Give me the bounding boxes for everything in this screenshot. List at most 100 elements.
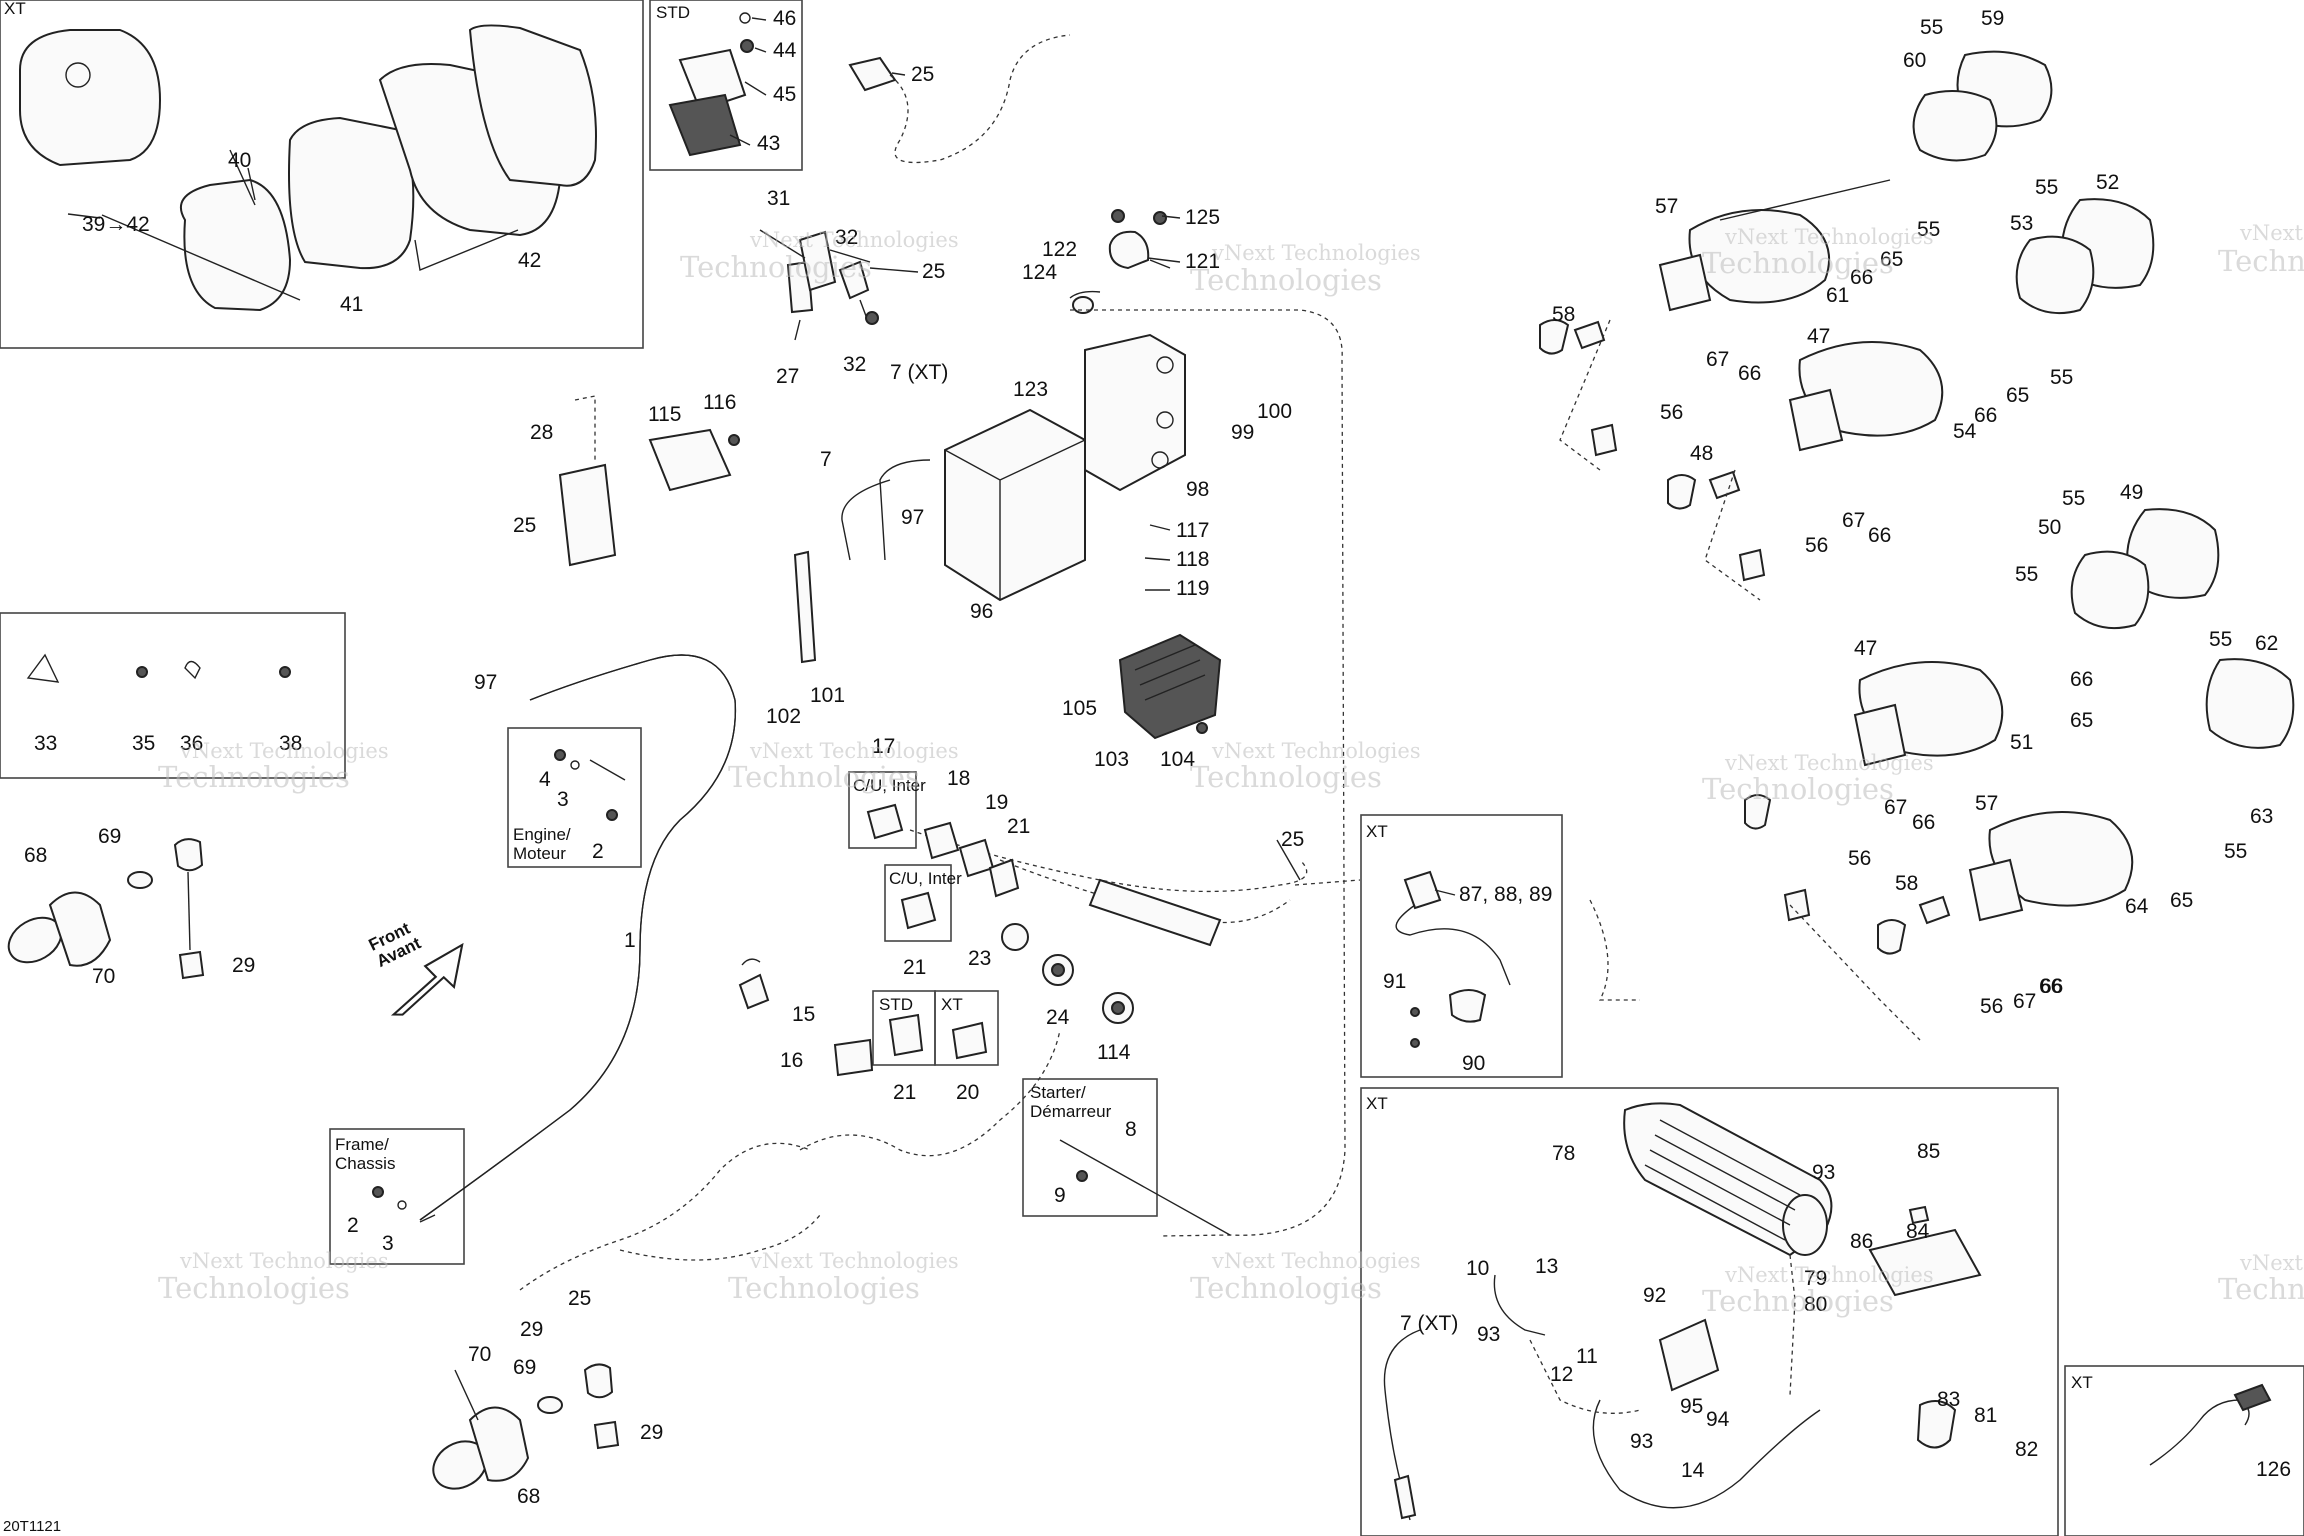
callout-61: 61 (1826, 284, 1849, 307)
callout-25-e: 25 (568, 1287, 591, 1310)
callout-2-b: 2 (347, 1214, 359, 1237)
switch-parts-upper (759, 229, 879, 341)
callout-20: 20 (956, 1081, 979, 1104)
callout-29-a: 29 (232, 954, 255, 977)
box-xt-switch-title: XT (941, 995, 963, 1014)
sensors-right (1539, 319, 1951, 1041)
drive-assembly-4 (1968, 658, 2295, 922)
watermark-11a: vNext Technologies (1211, 1249, 1421, 1273)
callout-47-b: 47 (1854, 637, 1877, 660)
main-harness-part (419, 654, 737, 1221)
callout-68-b: 68 (517, 1485, 540, 1508)
watermark-6b: Technologies (728, 760, 920, 794)
box-cu-inter-2: C/U, Inter (884, 864, 962, 942)
callout-8: 8 (1125, 1118, 1137, 1141)
watermark-1a: vNext Technologies (749, 228, 959, 252)
callout-25-b: 25 (922, 260, 945, 283)
starter-cable-part (1059, 1139, 1231, 1236)
callout-50: 50 (2038, 516, 2061, 539)
drive-assembly-1 (1658, 50, 2053, 312)
callout-103: 103 (1094, 748, 1129, 771)
box-engine: Engine/Moteur (507, 727, 642, 868)
callout-58-b: 58 (1895, 872, 1918, 895)
box-xt-right-top: XT (1360, 814, 1563, 1078)
callout-56-a: 56 (1660, 401, 1683, 424)
callout-labels: 39→42 40 41 42 46 44 45 43 25 31 32 25 2… (24, 7, 2291, 1508)
callout-7-xt-b: 7 (XT) (1400, 1312, 1458, 1335)
callout-64: 64 (2125, 895, 2149, 918)
callout-3-a: 3 (557, 788, 569, 811)
sockets-part (1001, 923, 1134, 1024)
callout-18: 18 (947, 767, 970, 790)
callout-123: 123 (1013, 378, 1048, 401)
callout-78: 78 (1552, 1142, 1575, 1165)
relay-part (1069, 209, 1171, 314)
callout-66-a: 66 (1850, 266, 1873, 289)
watermark-8b: Technologies (1702, 772, 1894, 806)
callout-67-d: 67 (2013, 990, 2036, 1013)
callout-70-a: 70 (92, 965, 115, 988)
callout-125: 125 (1185, 206, 1220, 229)
callout-66-c: 66 (1974, 404, 1997, 427)
box-accessories (0, 612, 346, 779)
callout-3-b: 3 (382, 1232, 394, 1255)
callout-25-d: 25 (1281, 828, 1304, 851)
callout-49: 49 (2120, 481, 2143, 504)
callout-93-b: 93 (1477, 1323, 1500, 1346)
callout-81: 81 (1974, 1404, 1997, 1427)
callout-4: 4 (539, 768, 551, 791)
accessory-parts (26, 653, 291, 683)
callout-56-c: 56 (1848, 847, 1871, 870)
callout-93-c: 93 (1630, 1430, 1653, 1453)
box-std-switch-title: STD (879, 995, 913, 1014)
box-xt-right-top-title: XT (1366, 822, 1388, 841)
callout-44: 44 (773, 39, 797, 62)
box-engine-title: Engine/Moteur (513, 825, 571, 863)
callout-19: 19 (985, 791, 1008, 814)
watermark-13a: vNext Technologies (2239, 1251, 2304, 1275)
callout-93-a: 93 (1812, 1161, 1835, 1184)
box-frame: Frame/Chassis (329, 1128, 465, 1265)
box-xt-switch: XT (934, 990, 999, 1066)
watermark-7b: Technologies (1190, 760, 1382, 794)
callout-59: 59 (1981, 7, 2004, 30)
callout-80: 80 (1804, 1293, 1827, 1316)
callout-57-a: 57 (1655, 195, 1678, 218)
xt-connector-part (1395, 870, 1511, 1048)
callout-29-c: 29 (640, 1421, 663, 1444)
battery-cables-part (793, 309, 1346, 1237)
drive-assembly-2 (1788, 198, 2155, 452)
callout-97-a: 97 (901, 506, 924, 529)
callout-55-e: 55 (2062, 487, 2085, 510)
callout-23: 23 (968, 947, 991, 970)
watermarks: vNext Technologies Technologies vNext Te… (158, 221, 2304, 1318)
front-arrow: FrontAvant (366, 917, 464, 1016)
callout-14: 14 (1681, 1459, 1705, 1482)
box-cu-inter-2-title: C/U, Inter (889, 869, 962, 888)
callout-60: 60 (1903, 49, 1926, 72)
front-arrow-label: FrontAvant (366, 917, 424, 971)
callout-17: 17 (872, 735, 895, 758)
headlight-top-part (7, 838, 205, 980)
callout-15: 15 (792, 1003, 815, 1026)
callout-65-c: 65 (2070, 709, 2093, 732)
box-frame-title: Frame/Chassis (335, 1135, 395, 1173)
watermark-11b: Technologies (1190, 1271, 1382, 1305)
watermark-9a: vNext Technologies (179, 1249, 389, 1273)
callout-29-b: 29 (520, 1318, 543, 1341)
callout-43: 43 (757, 132, 780, 155)
box-xt-winch: XT (1360, 1087, 2059, 1536)
callout-98: 98 (1186, 478, 1209, 501)
callout-67-c: 67 (1884, 796, 1907, 819)
watermark-13b: Technologies (2218, 1272, 2304, 1306)
callout-124: 124 (1022, 261, 1057, 284)
callout-33: 33 (34, 732, 57, 755)
callout-121: 121 (1185, 250, 1220, 273)
callout-1: 1 (624, 929, 636, 952)
box-xt-small-title: XT (2071, 1373, 2093, 1392)
diagram-code: 20T1121 (3, 1518, 61, 1535)
fusebox-part (558, 395, 740, 567)
callout-94: 94 (1706, 1408, 1730, 1431)
callout-67-b: 67 (1842, 509, 1865, 532)
